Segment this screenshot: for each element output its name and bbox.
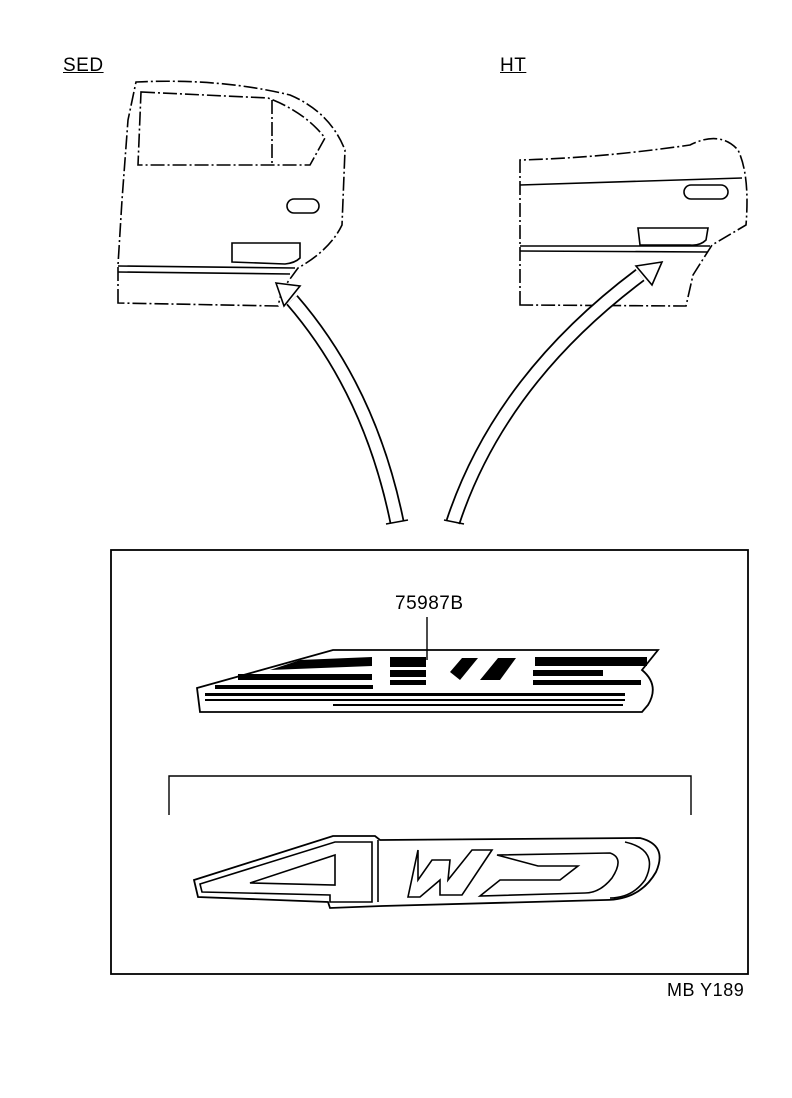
hardtop-rear-door [519,137,748,307]
sedan-label: SED [63,55,104,76]
figure-code-label: MB Y189 [667,980,745,1000]
part-number-label: 75987B [395,593,464,614]
hardtop-label: HT [500,55,527,76]
emblem-4ws [196,649,660,713]
arrow-to-sedan-emblem [274,282,409,525]
emblem-4wd [192,835,661,909]
detail-box [110,549,749,975]
alternative-bracket [168,775,692,815]
arrow-to-hardtop-emblem [443,260,664,525]
sedan-rear-door [117,80,346,307]
